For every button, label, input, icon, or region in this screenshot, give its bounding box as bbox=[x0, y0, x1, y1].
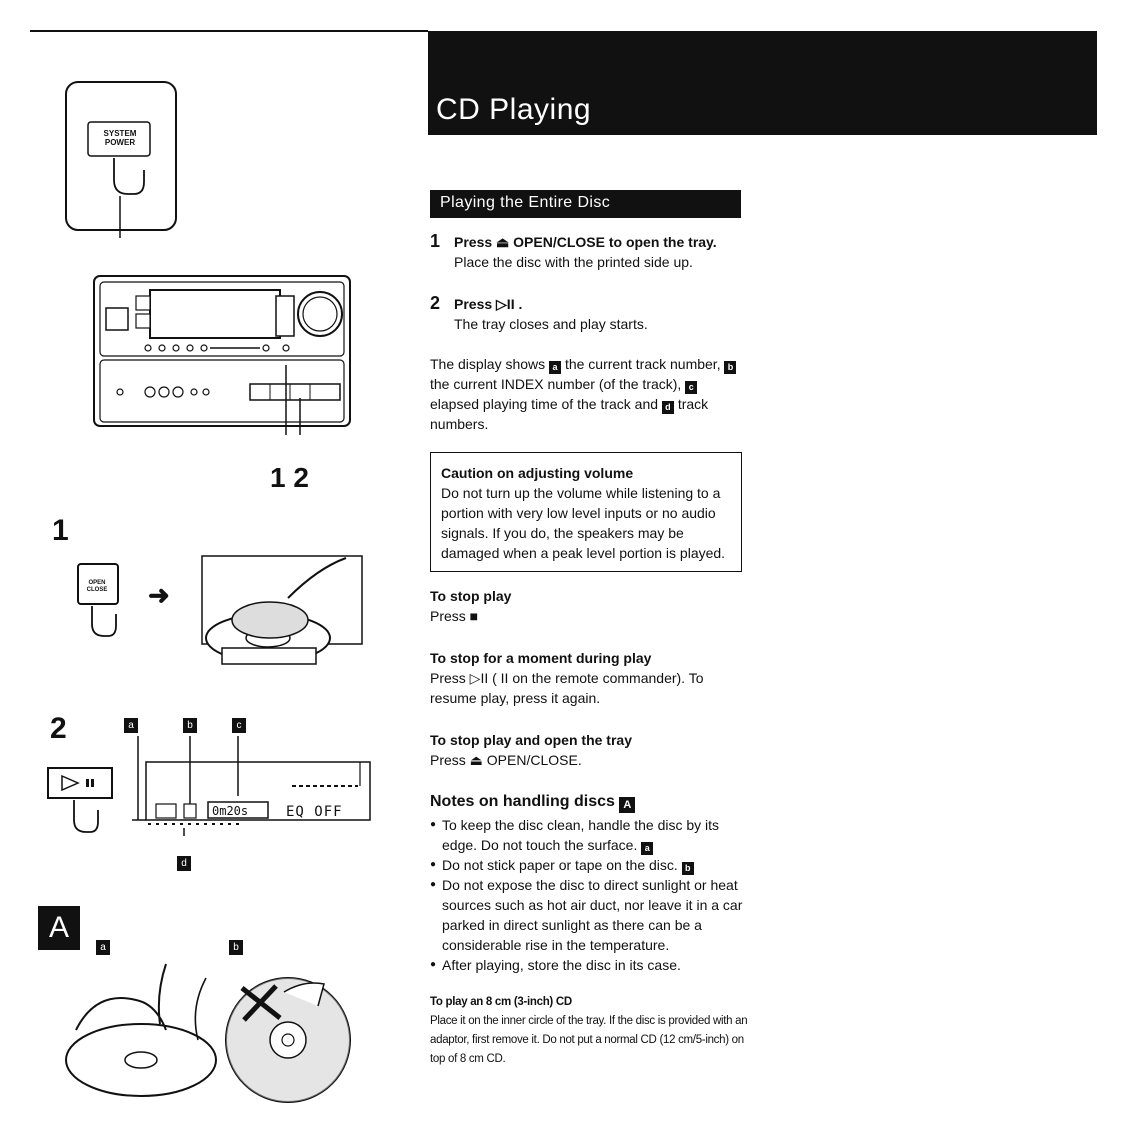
notes-block: Notes on handling discs A To keep the di… bbox=[430, 792, 750, 975]
stop-play-block: To stop play Press ■ bbox=[430, 586, 750, 626]
label-d-icon: d bbox=[661, 401, 674, 414]
label-a-icon: a bbox=[641, 842, 654, 855]
label-a-icon: a bbox=[549, 361, 562, 374]
stop-open-block: To stop play and open the tray Press ⏏ O… bbox=[430, 730, 750, 770]
note-item: Do not stick paper or tape on the disc. … bbox=[430, 855, 750, 875]
caution-title: Caution on adjusting volume bbox=[441, 465, 634, 481]
step-detail: The tray closes and play starts. bbox=[454, 316, 648, 332]
stop-open-title: To stop play and open the tray bbox=[430, 732, 632, 748]
note-item: After playing, store the disc in its cas… bbox=[430, 955, 750, 975]
display-label-b-icon: b bbox=[183, 718, 197, 733]
figure-a-marker: A bbox=[38, 906, 80, 950]
small-cd-title: To play an 8 cm (3-inch) CD bbox=[430, 996, 572, 1008]
stop-play-text: Press ■ bbox=[430, 608, 479, 624]
note-text: To keep the disc clean, handle the disc … bbox=[442, 817, 720, 853]
step-instruction: Press ⏏ OPEN/CLOSE to open the tray. bbox=[454, 234, 717, 250]
step-2: 2 Press ▷II . The tray closes and play s… bbox=[430, 293, 750, 334]
step-1-number: 1 bbox=[52, 514, 69, 547]
small-cd-block: To play an 8 cm (3-inch) CD Place it on … bbox=[430, 993, 750, 1069]
stop-play-title: To stop play bbox=[430, 588, 512, 604]
caution-text: Do not turn up the volume while listenin… bbox=[441, 485, 726, 561]
top-rule bbox=[30, 30, 428, 32]
display-description: The display shows a the current track nu… bbox=[430, 354, 750, 434]
display-label-a-icon: a bbox=[124, 718, 138, 733]
notes-title: Notes on handling discs A bbox=[430, 792, 750, 813]
note-text: Do not expose the disc to direct sunligh… bbox=[442, 877, 743, 953]
text-run: the current INDEX number (of the track), bbox=[430, 376, 682, 392]
figure-a-label-a-icon: a bbox=[96, 940, 110, 955]
step-number: 2 bbox=[430, 293, 441, 313]
stop-open-text: Press ⏏ OPEN/CLOSE. bbox=[430, 752, 582, 768]
note-item: Do not expose the disc to direct sunligh… bbox=[430, 875, 750, 955]
caution-box: Caution on adjusting volume Do not turn … bbox=[430, 452, 742, 572]
step-number: 1 bbox=[430, 231, 441, 251]
page-title: CD Playing bbox=[436, 93, 592, 126]
pause-block: To stop for a moment during play Press ▷… bbox=[430, 648, 750, 708]
instructions-column: 1 Press ⏏ OPEN/CLOSE to open the tray. P… bbox=[430, 231, 750, 1069]
label-b-icon: b bbox=[724, 361, 737, 374]
section-heading: Playing the Entire Disc bbox=[430, 190, 741, 218]
text-run: The display shows bbox=[430, 356, 546, 372]
open-close-label: OPEN CLOSE bbox=[86, 580, 108, 593]
system-power-label: SYSTEM POWER bbox=[103, 129, 137, 147]
figure-a-tag-icon: A bbox=[619, 797, 636, 813]
arrow-right-icon: ➜ bbox=[148, 580, 170, 610]
step-1: 1 Press ⏏ OPEN/CLOSE to open the tray. P… bbox=[430, 231, 750, 272]
text-run: track numbers. bbox=[430, 396, 709, 432]
small-cd-text: Place it on the inner circle of the tray… bbox=[430, 1015, 748, 1065]
display-panel-illustration bbox=[132, 736, 371, 836]
display-label-c-icon: c bbox=[232, 718, 246, 733]
note-text: After playing, store the disc in its cas… bbox=[442, 957, 681, 973]
play-button-illustration bbox=[47, 767, 113, 833]
label-b-icon: b bbox=[681, 862, 694, 875]
label-c-icon: c bbox=[685, 381, 698, 394]
display-eq-readout: EQ OFF bbox=[286, 804, 343, 820]
page-header: CD Playing bbox=[428, 31, 1097, 135]
display-time-readout: 0m20s bbox=[212, 804, 249, 818]
stereo-unit-illustration bbox=[93, 275, 351, 435]
section-title: Playing the Entire Disc bbox=[440, 194, 611, 211]
text-run: the current track number, bbox=[564, 356, 721, 372]
pause-title: To stop for a moment during play bbox=[430, 650, 652, 666]
open-close-button-illustration bbox=[77, 563, 119, 637]
step-2-number: 2 bbox=[50, 712, 67, 745]
step-instruction: Press ▷II . bbox=[454, 296, 523, 312]
text-run: elapsed playing time of the track and bbox=[430, 396, 659, 412]
display-label-d-icon: d bbox=[177, 856, 191, 871]
notes-title-text: Notes on handling discs bbox=[430, 793, 615, 810]
system-power-illustration bbox=[65, 81, 177, 238]
step-detail: Place the disc with the printed side up. bbox=[454, 254, 693, 270]
disc-handling-illustration bbox=[65, 963, 351, 1103]
figure-a-label-b-icon: b bbox=[229, 940, 243, 955]
callout-numbers-1-2: 1 2 bbox=[270, 462, 309, 493]
note-item: To keep the disc clean, handle the disc … bbox=[430, 815, 750, 855]
pause-text: Press ▷II ( II on the remote commander).… bbox=[430, 670, 704, 706]
disc-tray-illustration bbox=[201, 555, 363, 665]
note-text: Do not stick paper or tape on the disc. bbox=[442, 857, 678, 873]
